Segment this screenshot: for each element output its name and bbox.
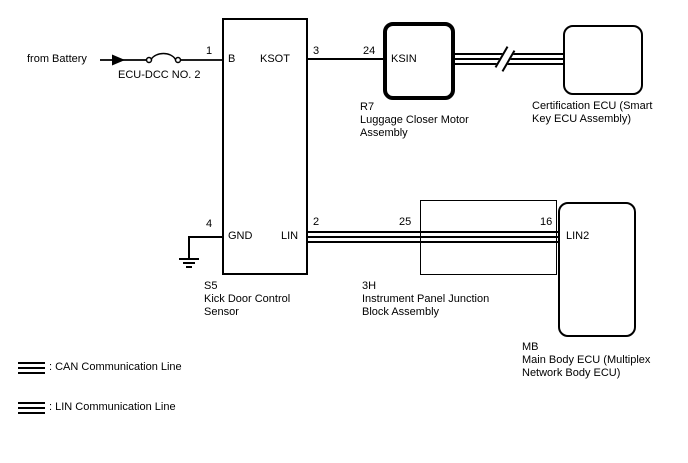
pin-number-lin: 2 xyxy=(313,216,320,228)
pin-number-jb-out: 16 xyxy=(540,216,553,228)
main-body-ecu-name-2: Network Body ECU) xyxy=(522,367,621,379)
main-body-ecu-name-1: Main Body ECU (Multiplex xyxy=(522,354,651,366)
fuse-label: ECU-DCC NO. 2 xyxy=(118,69,201,81)
sensor-code: S5 xyxy=(204,280,218,292)
legend-can-label: : CAN Communication Line xyxy=(49,361,182,373)
cert-ecu-name-2: Key ECU Assembly) xyxy=(532,113,632,125)
legend-can-line-icon xyxy=(18,362,45,374)
pin-number-gnd: 4 xyxy=(206,218,213,230)
ksot-wire xyxy=(308,58,383,60)
pin-label-ksin: KSIN xyxy=(391,53,417,65)
motor-name-1: Luggage Closer Motor xyxy=(360,114,469,126)
battery-source-label: from Battery xyxy=(27,53,87,65)
sensor-name-1: Kick Door Control xyxy=(204,293,291,305)
main-body-ecu-code: MB xyxy=(522,341,539,353)
pin-label-b: B xyxy=(228,53,236,65)
main-body-ecu-box xyxy=(558,202,636,337)
gnd-wire-vertical xyxy=(188,236,190,258)
legend-lin-line-icon xyxy=(18,402,45,414)
motor-code: R7 xyxy=(360,101,375,113)
lin-communication-line xyxy=(308,231,558,243)
kick-door-sensor-box xyxy=(222,18,308,275)
sensor-name-2: Sensor xyxy=(204,306,239,318)
pin-number-ksot: 3 xyxy=(313,45,320,57)
battery-feed-wire xyxy=(100,52,222,66)
current-arrow-icon xyxy=(112,54,125,66)
pin-number-ksin: 24 xyxy=(363,45,376,57)
legend-lin-label: : LIN Communication Line xyxy=(49,401,176,413)
fuse-terminal-icon xyxy=(174,56,182,64)
junction-block-code: 3H xyxy=(362,280,377,292)
cert-ecu-name-1: Certification ECU (Smart xyxy=(532,100,653,112)
pin-label-gnd: GND xyxy=(228,230,253,242)
pin-number-b: 1 xyxy=(206,45,213,57)
pin-number-jb-in: 25 xyxy=(399,216,412,228)
ground-icon xyxy=(179,258,199,268)
junction-block-name-1: Instrument Panel Junction xyxy=(362,293,490,305)
pin-label-lin: LIN xyxy=(281,230,299,242)
motor-name-2: Assembly xyxy=(360,127,408,139)
junction-block-name-2: Block Assembly xyxy=(362,306,440,318)
pin-label-ksot: KSOT xyxy=(260,53,290,65)
fuse-icon xyxy=(150,52,177,60)
gnd-wire-horizontal xyxy=(188,236,222,238)
fuse-terminal-icon xyxy=(145,56,153,64)
pin-label-lin2: LIN2 xyxy=(566,230,590,242)
certification-ecu-box xyxy=(563,25,643,95)
luggage-closer-motor-box xyxy=(383,22,455,100)
